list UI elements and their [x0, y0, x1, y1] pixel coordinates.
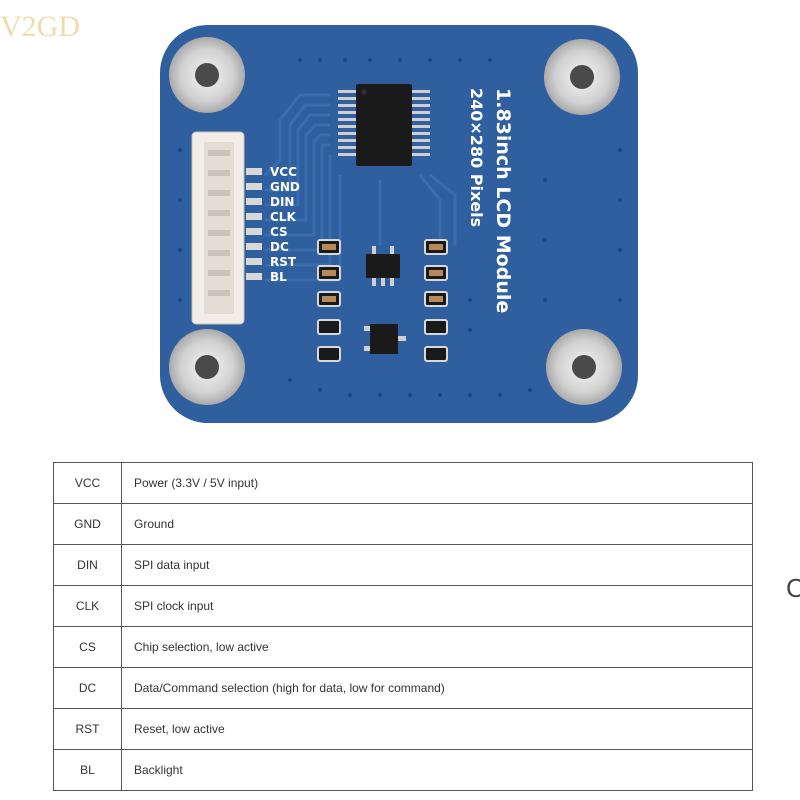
- pin-label-bl: BL: [270, 270, 287, 284]
- pin-labels: VCC GND DIN CLK CS DC RST BL: [270, 165, 300, 284]
- pin-label-vcc: VCC: [270, 165, 297, 179]
- pin-description-cell: SPI clock input: [121, 585, 753, 627]
- pin-label-clk: CLK: [270, 210, 296, 224]
- pin-description-cell: Backlight: [121, 749, 753, 791]
- watermark: V2GD: [0, 10, 80, 43]
- lcd-module-photo: VCC GND DIN CLK CS DC RST BL: [160, 25, 638, 423]
- cropped-text: C: [786, 573, 800, 603]
- pin-label-gnd: GND: [270, 180, 300, 194]
- pcb-board: VCC GND DIN CLK CS DC RST BL: [160, 25, 638, 423]
- pin-label-dc: DC: [270, 240, 289, 254]
- pin-description-cell: Chip selection, low active: [121, 626, 753, 668]
- pin-name-cell: BL: [53, 749, 122, 791]
- board-subtitle: 240×280 Pixels: [467, 88, 486, 227]
- pin-name-cell: GND: [53, 503, 122, 545]
- pin-name-cell: DIN: [53, 544, 122, 586]
- pcb-vias: [178, 58, 622, 397]
- pin-name-cell: VCC: [53, 462, 122, 504]
- mounting-holes: [169, 37, 622, 405]
- pin-label-din: DIN: [270, 195, 294, 209]
- smd-components: [317, 239, 448, 362]
- pin-name-cell: CS: [53, 626, 122, 668]
- pin-header-connector: [191, 131, 262, 325]
- pin-description-cell: Ground: [121, 503, 753, 545]
- pin-name-cell: RST: [53, 708, 122, 750]
- pin-label-cs: CS: [270, 225, 288, 239]
- ic-chip: [338, 84, 430, 166]
- pin-description-cell: Power (3.3V / 5V input): [121, 462, 753, 504]
- pin-description-cell: Data/Command selection (high for data, l…: [121, 667, 753, 709]
- pin-description-cell: SPI data input: [121, 544, 753, 586]
- board-title: 1.83inch LCD Module: [492, 88, 514, 313]
- board-silkscreen: 1.83inch LCD Module 240×280 Pixels: [467, 88, 514, 313]
- pin-name-cell: CLK: [53, 585, 122, 627]
- pin-label-rst: RST: [270, 255, 297, 269]
- pin-description-cell: Reset, low active: [121, 708, 753, 750]
- pin-name-cell: DC: [53, 667, 122, 709]
